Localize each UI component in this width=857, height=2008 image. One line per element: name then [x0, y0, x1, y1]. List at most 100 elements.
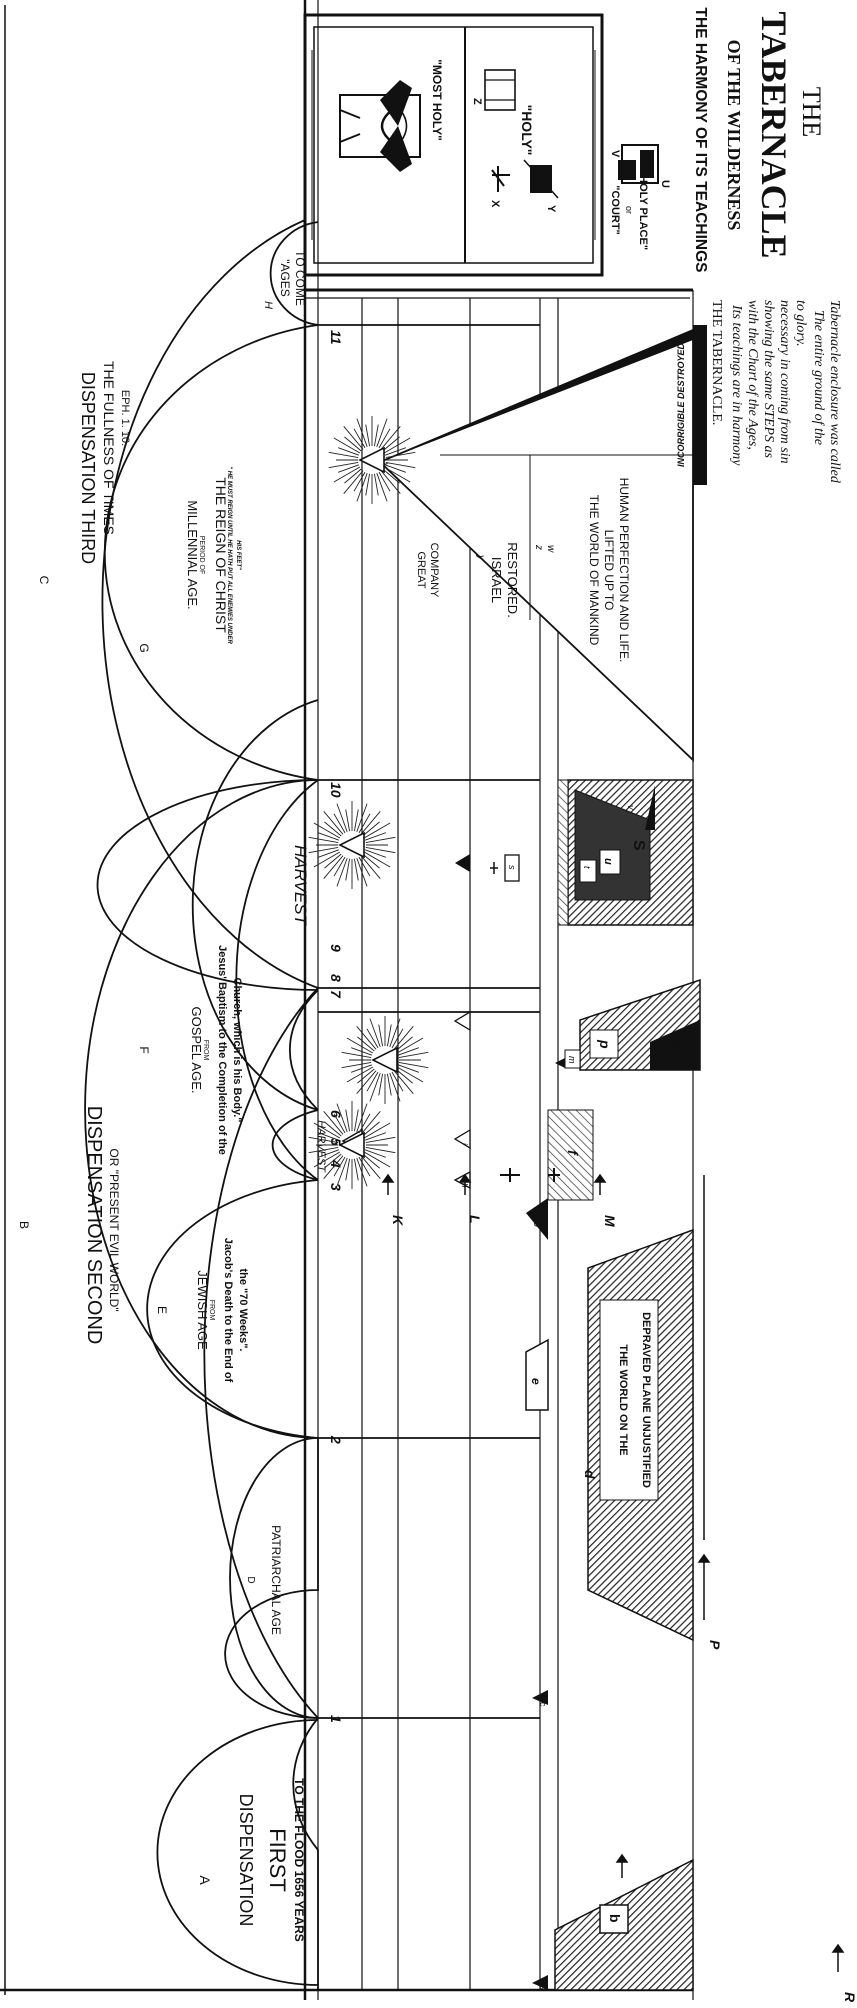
gospel-from: FROM	[202, 1040, 209, 1061]
figure-letter-t: t	[582, 866, 592, 869]
dispensation-first-word1: DISPENSATION	[236, 1794, 256, 1927]
court-or-label: or	[624, 206, 634, 214]
figure-letter-i: i	[460, 1143, 469, 1145]
figure-letter-r: r	[460, 866, 469, 869]
age-arcs	[84, 219, 319, 1990]
figure-letter-c: c	[538, 1702, 548, 1707]
jewish-name: JEWISH AGE	[195, 1270, 210, 1350]
millennial-period: PERIOD OF	[198, 536, 205, 575]
figure-letter-p: p	[597, 1039, 613, 1049]
jewish-line1: Jacob's Death to the End of	[222, 1238, 234, 1383]
incorrigible-label: INCORRIGIBLE DESTROYED	[676, 342, 686, 467]
sunburst-harvest-burst	[308, 801, 396, 889]
figure-g	[526, 1198, 548, 1240]
text-line-4: necessary in coming from sin	[777, 300, 792, 464]
figure-v	[645, 785, 655, 830]
sunburst-millennial-burst	[328, 416, 416, 504]
title-harmony: THE HARMONY OF ITS TEACHINGS	[692, 8, 709, 273]
to-come-name2: TO COME	[293, 250, 307, 306]
figure-letter-h: h	[460, 1183, 469, 1188]
dispensation-first-letter: A	[197, 1875, 213, 1885]
plan-letter-x: X	[489, 200, 501, 208]
most-holy-label: "MOST HOLY"	[430, 59, 444, 141]
figure-h	[453, 1170, 471, 1190]
figure-letter-y: y	[475, 554, 486, 561]
sunburst-k-burst	[308, 1101, 396, 1189]
figure-letter-s: s	[507, 865, 517, 870]
plane-markers: K L M N P R	[381, 1173, 857, 2003]
figure-l	[453, 1010, 471, 1032]
boundary-number-9: 9	[328, 944, 344, 952]
figure-r	[455, 854, 470, 872]
plane-letter-l: L	[467, 1215, 483, 1224]
boundary-number-8: 8	[328, 974, 344, 982]
arc-cross-3	[191, 699, 319, 1111]
figure-q	[650, 1020, 700, 1070]
chart-frame	[0, 0, 694, 2000]
figure-letter-m: m	[567, 1056, 577, 1064]
plan-letter-v: V	[609, 150, 621, 158]
arc-dispensation-first-outline	[156, 1719, 319, 1986]
second-death-label: SECOND DEATH	[696, 365, 707, 444]
gospel-letter: F	[137, 1046, 151, 1053]
patriarchal-name: PATRIARCHAL AGE	[269, 1525, 283, 1635]
text-line-2: with the Chart of the Ages,	[745, 300, 760, 450]
plane-letter-m: M	[602, 1215, 618, 1227]
boundary-number-10: 10	[328, 782, 344, 798]
title-main: TABERNACLE	[754, 11, 794, 258]
figure-e	[525, 1338, 549, 1411]
text-line-6: The entire ground of the	[811, 310, 826, 445]
text-line-7: Tabernacle enclosure was called	[827, 300, 842, 484]
mankind-line3: HUMAN PERFECTION AND LIFE.	[617, 478, 631, 663]
figure-f	[547, 1109, 594, 1201]
boundary-number-7: 7	[328, 990, 344, 999]
title-sub: OF THE WILDERNESS	[724, 40, 744, 231]
millennial-letter: G	[137, 643, 151, 652]
laver-icon	[618, 144, 659, 184]
boundary-number-3: 3	[328, 1183, 344, 1191]
text-heading: THE TABERNACLE.	[709, 300, 724, 425]
figure-letter-big-s: S	[630, 840, 647, 851]
figure-letter-e: e	[529, 1378, 543, 1385]
arc-gospel	[289, 989, 319, 1111]
altar-icon	[523, 159, 559, 199]
ark-icon	[339, 80, 421, 172]
figure-letter-b: b	[607, 1914, 623, 1923]
millennial-quote1: " HE MUST REIGN UNTIL HE HATH PUT ALL EN…	[226, 466, 232, 644]
holy-place-label: "HOLY PLACE"	[637, 170, 649, 250]
harvest-label-gospel: HARVEST	[291, 845, 310, 927]
millennial-reign: THE REIGN OF CHRIST	[213, 477, 229, 633]
great-company-line2: COMPANY	[428, 543, 440, 598]
figure-letter-a: a	[538, 1985, 548, 1990]
arc-jewish-harvest	[271, 1109, 319, 1181]
mankind-line2: LIFTED UP TO	[602, 530, 616, 611]
age-labels: D PATRIARCHAL AGE E JEWISH AGE FROM Jaco…	[137, 250, 327, 1635]
arc-ages-to-come	[269, 221, 319, 326]
jewish-from: FROM	[208, 1300, 215, 1321]
boundary-numbers: 1 2 3 4 5 6 7 8 9 10 11	[328, 330, 344, 1723]
text-line-5: to glory.	[793, 300, 808, 347]
figure-letter-d: d	[582, 1470, 598, 1479]
candlestick-icon	[491, 166, 510, 192]
arc-dispensation-third	[101, 219, 319, 989]
figure-letter-q: q	[669, 1040, 685, 1049]
arc-cross-1	[84, 779, 319, 1439]
to-come-letter: H	[262, 301, 274, 309]
figure-a	[532, 1975, 548, 1990]
arc-millennial	[103, 324, 319, 781]
dispensation-second-sub: OR "PRESENT EVIL WORLD"	[107, 1148, 121, 1311]
gospel-line2: Church, which is his Body."	[231, 978, 243, 1123]
mankind-line1: THE WORLD OF MANKIND	[587, 495, 601, 646]
second-death-strip	[693, 325, 707, 485]
millennial-name: MILLENNIAL AGE.	[185, 500, 200, 609]
plane-letter-p: P	[707, 1640, 723, 1650]
patriarchal-letter: D	[245, 1576, 256, 1583]
dispensation-second-title: DISPENSATION SECOND	[83, 1106, 105, 1345]
boundary-number-6: 6	[328, 1110, 344, 1118]
jewish-letter: E	[155, 1306, 169, 1314]
plane-letter-k: K	[390, 1215, 406, 1226]
figure-letter-g: g	[533, 1222, 544, 1228]
sunburst-gospel-burst	[341, 1016, 429, 1104]
